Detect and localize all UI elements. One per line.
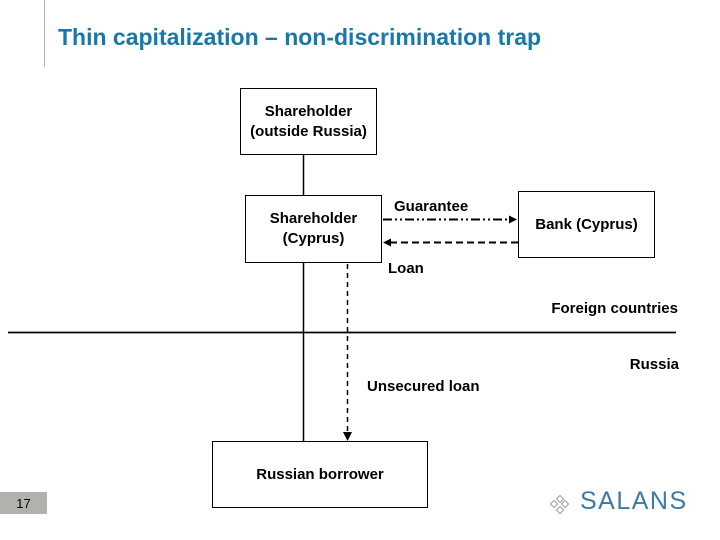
unsecured-loan-label: Unsecured loan	[367, 378, 480, 395]
box-shareholder-cyprus-line2: (Cyprus)	[282, 230, 345, 247]
page-number: 17	[16, 495, 31, 511]
box-shareholder-outside-line2: (outside Russia)	[250, 122, 367, 140]
salans-logo-text: SALANS	[580, 487, 688, 515]
loan-arrowhead	[383, 238, 391, 247]
page-number-badge: 17	[0, 492, 47, 514]
russia-label: Russia	[629, 356, 679, 373]
box-bank-cyprus-label: Bank (Cyprus)	[535, 215, 638, 233]
box-shareholder-cyprus: Shareholder (Cyprus)	[245, 195, 382, 263]
loan-label: Loan	[388, 260, 424, 277]
guarantee-label: Guarantee	[394, 198, 469, 215]
box-shareholder-outside-line1: Shareholder	[264, 102, 353, 120]
box-bank-cyprus: Bank (Cyprus)	[518, 191, 655, 258]
box-shareholder-outside-russia: Shareholder (outside Russia)	[240, 88, 377, 155]
box-shareholder-cyprus-line1: Shareholder	[269, 210, 358, 227]
guarantee-arrowhead	[509, 215, 517, 224]
unsecured-loan-arrowhead	[343, 432, 352, 441]
box-russian-borrower: Russian borrower	[212, 441, 428, 508]
box-russian-borrower-label: Russian borrower	[256, 465, 384, 483]
slide-title: Thin capitalization – non-discrimination…	[58, 24, 542, 50]
title-left-rule	[44, 0, 45, 67]
salans-logo: SALANS	[549, 487, 688, 515]
foreign-countries-label: Foreign countries	[551, 300, 678, 317]
four-diamonds-icon	[549, 494, 570, 514]
